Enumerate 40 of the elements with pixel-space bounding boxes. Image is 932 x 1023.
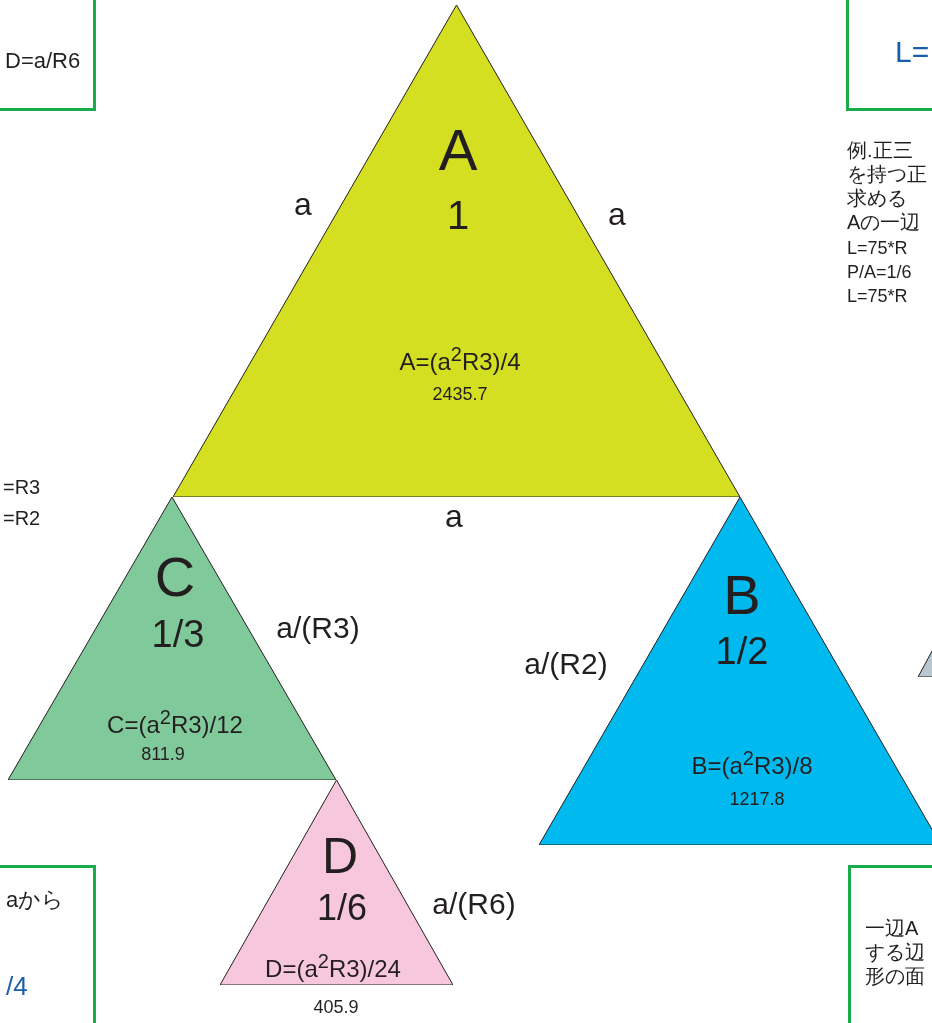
note-text: 求める [847, 187, 907, 209]
side-length-label: a [445, 499, 463, 535]
side-length-label: a [294, 187, 312, 223]
note-text: =R2 [3, 507, 41, 529]
triangle-letter: D [321, 828, 359, 884]
note-text: =R3 [3, 476, 41, 498]
triangle-letter: C [154, 546, 196, 608]
note-text: Aの一辺 [847, 211, 921, 233]
note-text: P/A=1/6 [847, 263, 912, 283]
formula-box [846, 0, 932, 111]
triangle-letter: B [723, 564, 761, 626]
formula-box [0, 0, 96, 111]
area-value: 1217.8 [729, 790, 785, 810]
area-formula: C=(a$^{2}$R3)/12 [107, 705, 243, 739]
area-formula: A=(a$^{2}$R3)/4 [399, 342, 521, 376]
ratio-text: 1/2 [715, 631, 769, 673]
ratio-text: 1/6 [317, 888, 367, 928]
area-value: 811.9 [141, 745, 185, 765]
note-text: L=75*R [847, 287, 908, 307]
area-value: 405.9 [313, 998, 359, 1018]
area-formula: B=(a$^{2}$R3)/8 [691, 746, 813, 780]
note-text: を持つ正 [847, 163, 927, 185]
note-box [848, 865, 932, 1023]
note-text: L= [895, 34, 930, 68]
note-text: 例.正三 [847, 139, 913, 161]
ratio-text: 1/3 [151, 614, 205, 656]
note-text: D=a/R6 [5, 48, 81, 74]
note-text: aから [6, 887, 65, 913]
side-length-label: a/(R2) [524, 646, 608, 680]
side-length-label: a [608, 197, 626, 233]
note-text: 一辺Aする辺形の面 [865, 916, 926, 988]
side-length-label: a/(R6) [432, 886, 516, 920]
note-text: /4 [6, 971, 28, 1001]
ratio-text: 1 [446, 193, 470, 237]
note-text: L=75*R [847, 239, 908, 259]
area-value: 2435.7 [432, 385, 488, 405]
side-length-label: a/(R3) [276, 610, 360, 644]
triangle-letter: A [438, 118, 478, 182]
note-box [0, 865, 96, 1023]
area-formula: D=(a$^{2}$R3)/24 [265, 949, 401, 983]
